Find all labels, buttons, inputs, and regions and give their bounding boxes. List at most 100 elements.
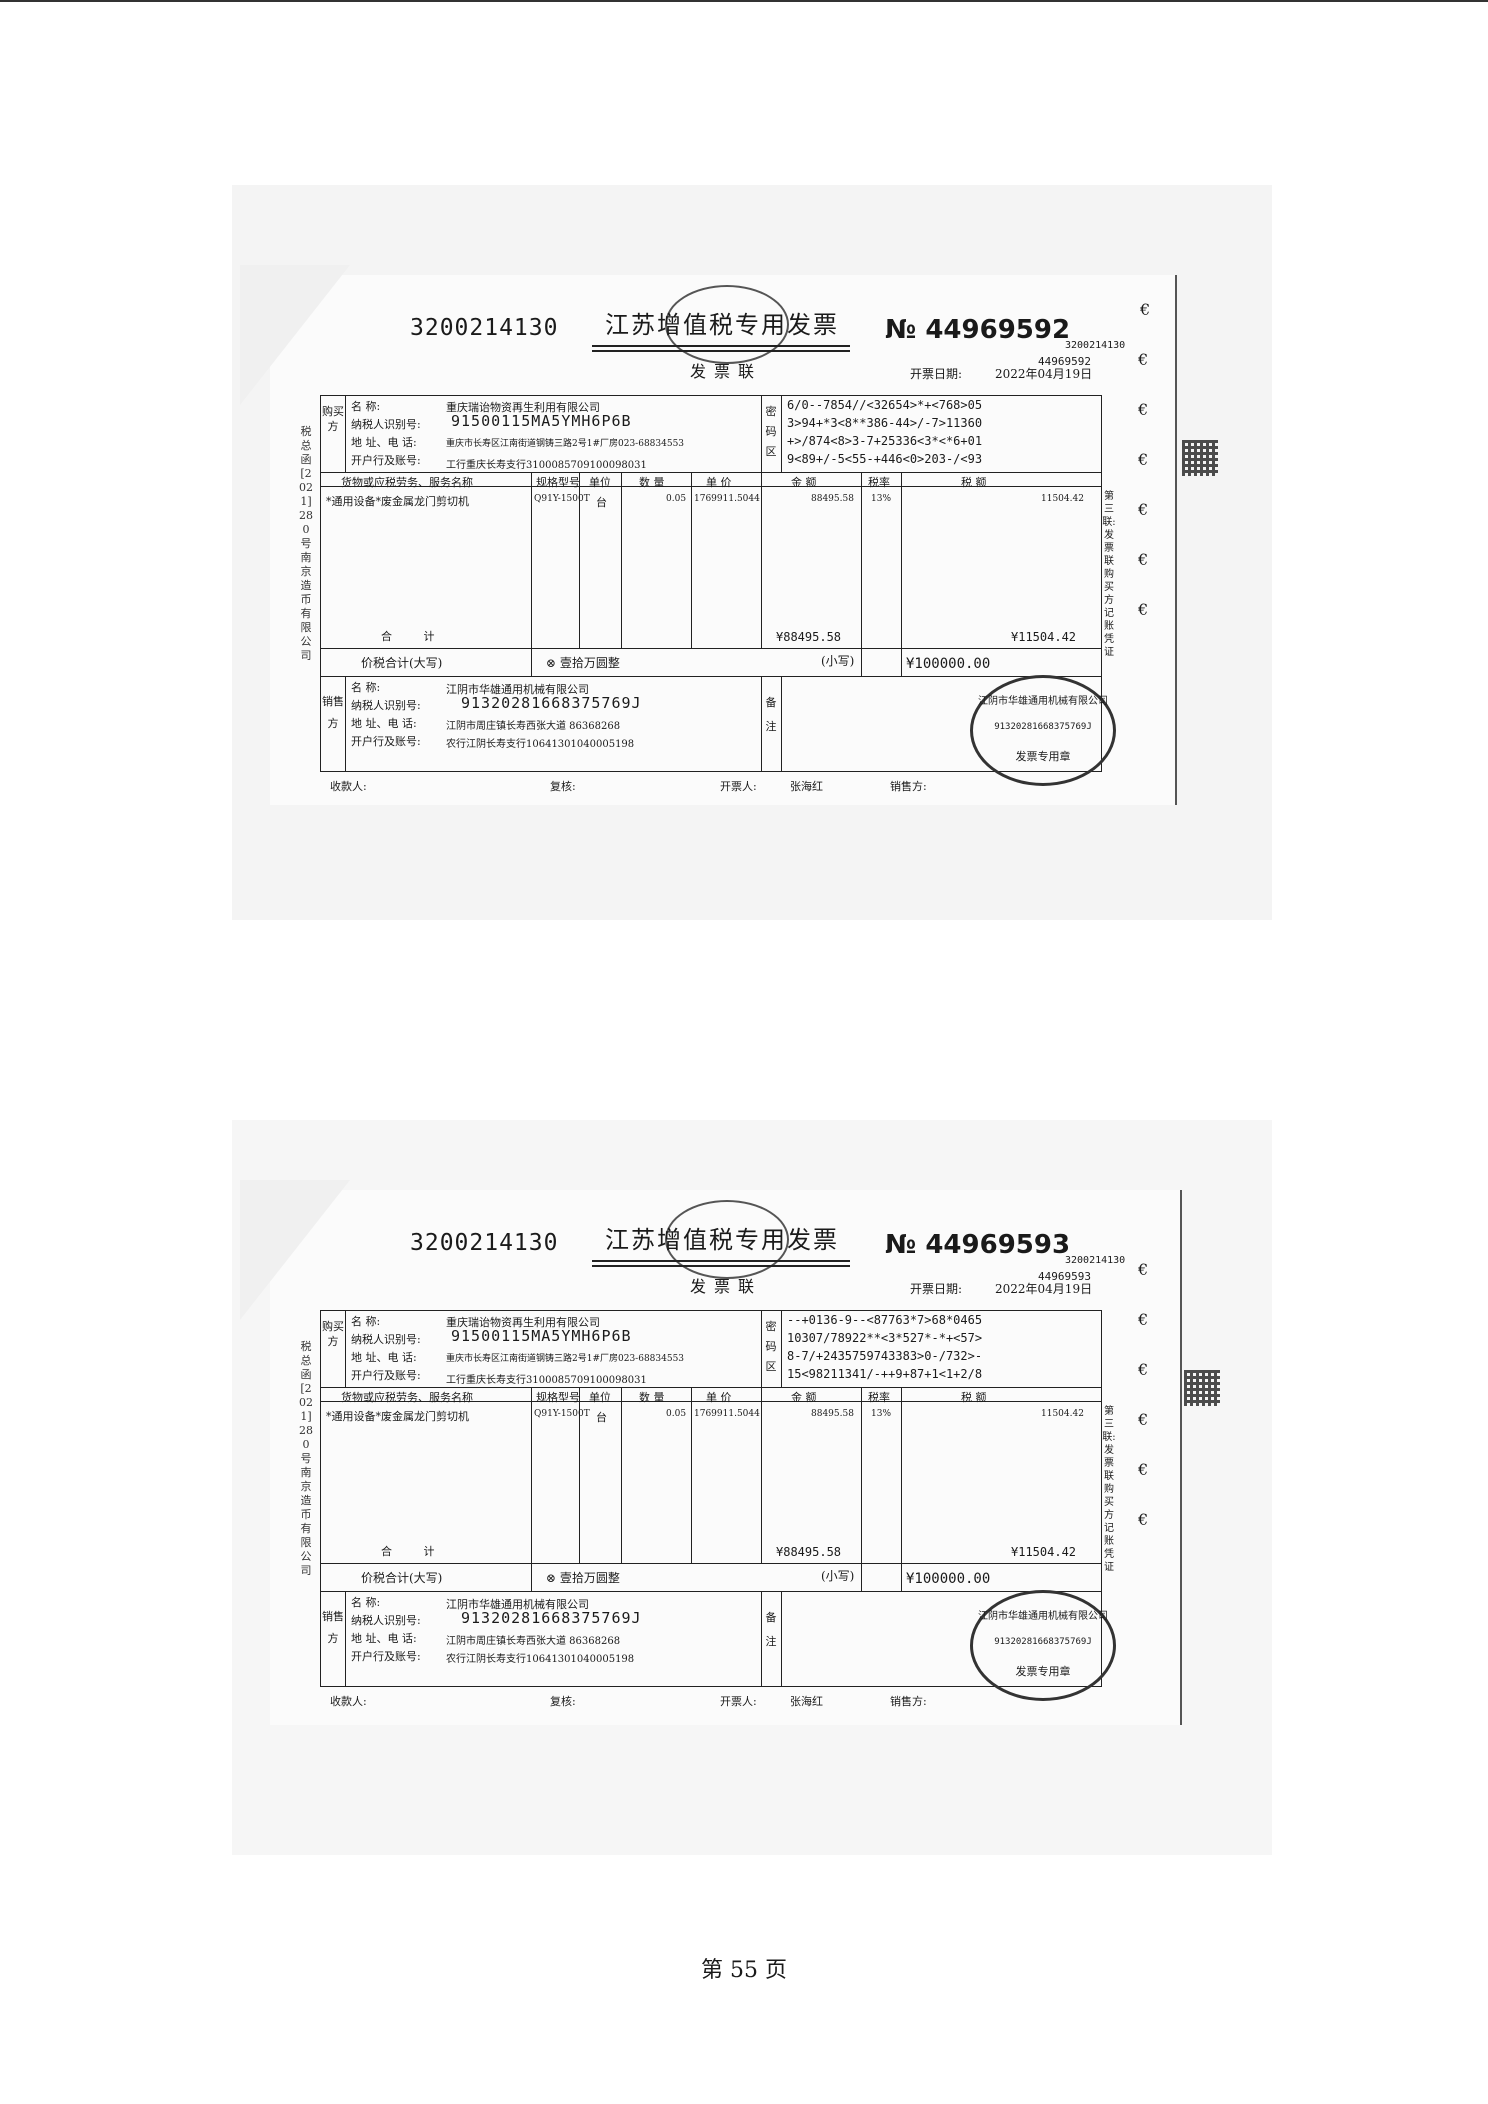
divider [321, 1563, 1101, 1564]
page-number: 第 55 页 [0, 1952, 1488, 1984]
seller-bank-label: 开户行及账号: [351, 1650, 421, 1663]
divider [345, 676, 346, 771]
column-header: 单位 [589, 1391, 611, 1404]
item-name: *通用设备*废金属龙门剪切机 [326, 495, 469, 508]
divider [901, 472, 902, 676]
item-price: 1769911.5044 [694, 1409, 760, 1419]
copy-vertical-text: 第三联:发票联 购买方记账凭证 [1102, 1406, 1116, 1573]
cipher-line: 10307/78922**<3*527*-*+<57> [787, 1331, 983, 1345]
cipher-label: 密码区 [765, 405, 777, 458]
item-unit: 台 [596, 496, 607, 509]
invoice-table: 购买方 名 称: 重庆瑞诒物资再生利用有限公司 纳税人识别号: 91500115… [320, 395, 1102, 772]
total-label: 合 计 [381, 630, 449, 643]
seller-side-label: 销售方 [322, 695, 344, 730]
invoice-number: № 44969592 [885, 315, 1070, 345]
tax-bureau-seal [665, 1200, 789, 1279]
divider [781, 396, 782, 472]
divider [781, 1311, 782, 1387]
perforation-mark-icon: € [1138, 1410, 1149, 1429]
buyer-address: 重庆市长寿区江南街道钢铸三路2号1#厂房023-68834553 [446, 439, 685, 449]
qr-code-icon [1184, 1370, 1220, 1406]
page-number-value: 55 [730, 1958, 758, 1983]
issue-date: 2022年04月19日 [995, 1282, 1093, 1296]
item-tax: 11504.42 [1041, 1409, 1084, 1419]
invoice: 3200214130 江苏增值税专用发票 发票联 № 44969593 3200… [240, 1180, 1182, 1725]
small-number: 44969593 [1038, 1270, 1091, 1283]
divider [531, 1563, 532, 1591]
perforation-mark-icon: € [1138, 1460, 1149, 1479]
page-label-prefix: 第 [700, 1958, 723, 1983]
perforation-mark-icon: € [1138, 500, 1149, 519]
small-code: 3200214130 [1065, 1255, 1126, 1266]
divider [691, 1387, 692, 1563]
number-value: 44969592 [925, 315, 1071, 345]
cipher-line: +>/874<8>3-7+25336<3*<*6+01 [787, 434, 983, 448]
issuer-name: 张海红 [790, 1695, 823, 1708]
divider [761, 1591, 762, 1686]
grand-total-words: ⊗ 壹拾万圆整 [546, 1571, 620, 1585]
perforation-mark-icon: € [1138, 600, 1149, 619]
copy-label: 发票联 [690, 1277, 763, 1296]
copy-vertical-text: 第三联:发票联 购买方记账凭证 [1102, 491, 1116, 658]
invoice-number: № 44969593 [885, 1230, 1070, 1260]
divider [531, 472, 532, 648]
grand-total-label: 价税合计(大写) [361, 656, 443, 670]
buyer-address: 重庆市长寿区江南街道钢铸三路2号1#厂房023-68834553 [446, 1354, 685, 1364]
issue-date: 2022年04月19日 [995, 367, 1093, 381]
divider [321, 648, 1101, 649]
column-header: 数 量 [639, 1391, 665, 1404]
divider [321, 472, 1101, 473]
item-qty: 0.05 [666, 1409, 687, 1419]
invoice-edge [1180, 1190, 1182, 1725]
tax-bureau-seal [665, 285, 789, 364]
buyer-tax-id: 91500115MA5YMH6P6B [451, 1327, 632, 1345]
perforation-mark-icon: € [1138, 550, 1149, 569]
seller-address: 江阴市周庄镇长寿西张大道 86368268 [446, 721, 621, 732]
grand-total-value: ¥100000.00 [906, 1571, 991, 1587]
item-model: Q91Y-1500T [534, 1409, 590, 1419]
remark-label: 备注 [765, 696, 777, 733]
page-label-suffix: 页 [765, 1958, 788, 1983]
issuer-label: 开票人: [720, 780, 757, 793]
seller-name: 江阴市华雄通用机械有限公司 [446, 1598, 589, 1611]
column-header: 税率 [868, 1391, 890, 1404]
invoice-holder-1: 3200214130 江苏增值税专用发票 发票联 № 44969592 3200… [240, 265, 1177, 805]
cipher-line: 6/0--7854//<32654>*+<768>05 [787, 398, 983, 412]
buyer-name-label: 名 称: [351, 400, 381, 413]
title-underline [592, 345, 850, 347]
divider [321, 676, 1101, 677]
divider [861, 472, 862, 676]
item-price: 1769911.5044 [694, 494, 760, 504]
column-header: 金 额 [791, 476, 817, 489]
grand-total-words: ⊗ 壹拾万圆整 [546, 656, 620, 670]
invoice-holder-2: 3200214130 江苏增值税专用发票 发票联 № 44969593 3200… [240, 1180, 1182, 1725]
item-rate: 13% [871, 1409, 892, 1419]
buyer-name: 重庆瑞诒物资再生利用有限公司 [446, 1316, 600, 1329]
issuer-label: 开票人: [720, 1695, 757, 1708]
total-tax: ¥11504.42 [1011, 1545, 1077, 1559]
cipher-line: --+0136-9--<87763*7>68*0465 [787, 1313, 983, 1327]
printer-vertical-text: 税总函[2021]280号南京造币有限公司 [299, 425, 313, 662]
total-amount: ¥88495.58 [776, 630, 842, 644]
buyer-addr-label: 地 址、电 话: [351, 436, 417, 449]
item-qty: 0.05 [666, 494, 687, 504]
seal-id: 91320281668375769J [994, 722, 1092, 732]
seal-id: 91320281668375769J [994, 1637, 1092, 1647]
seller-tax-id: 91320281668375769J [461, 1609, 642, 1627]
divider [761, 396, 762, 472]
divider [531, 1387, 532, 1563]
folded-corner [240, 1180, 350, 1320]
invoice: 3200214130 江苏增值税专用发票 发票联 № 44969592 3200… [240, 265, 1177, 805]
seller-invoice-seal: 江阴市华雄通用机械有限公司 91320281668375769J 发票专用章 [970, 1590, 1116, 1701]
payee-label: 收款人: [330, 780, 367, 793]
number-value: 44969593 [925, 1230, 1071, 1260]
divider [321, 1387, 1101, 1388]
column-header: 税率 [868, 476, 890, 489]
column-header: 单 价 [706, 476, 732, 489]
buyer-addr-label: 地 址、电 话: [351, 1351, 417, 1364]
issuer-name: 张海红 [790, 780, 823, 793]
perforation-mark-icon: € [1138, 1310, 1149, 1329]
column-header: 金 额 [791, 1391, 817, 1404]
buyer-tax-label: 纳税人识别号: [351, 1333, 421, 1346]
grand-total-value: ¥100000.00 [906, 656, 991, 672]
